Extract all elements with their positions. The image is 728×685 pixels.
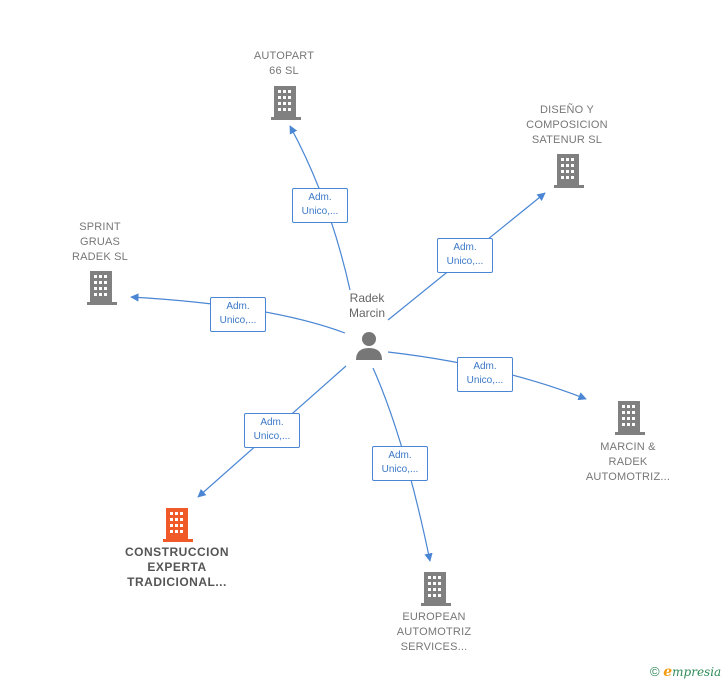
copyright-icon: © — [650, 664, 660, 679]
node-label-marcin[interactable]: MARCIN & RADEK AUTOMOTRIZ... — [585, 441, 671, 483]
person-icon[interactable] — [356, 332, 382, 360]
building-icon[interactable] — [554, 154, 584, 188]
building-icon[interactable] — [271, 86, 301, 120]
edge-label-autopart[interactable]: Adm. Unico,... — [292, 188, 348, 223]
building-icon-highlight[interactable] — [163, 508, 193, 542]
building-icon[interactable] — [87, 271, 117, 305]
node-label-european[interactable]: EUROPEAN AUTOMOTRIZ SERVICES... — [396, 611, 472, 653]
edge-label-construccion[interactable]: Adm. Unico,... — [244, 413, 300, 448]
edge-label-sprint[interactable]: Adm. Unico,... — [210, 297, 266, 332]
node-label-sprint[interactable]: SPRINT GRUAS RADEK SL — [71, 221, 128, 263]
node-label-construccion[interactable]: CONSTRUCCION EXPERTA TRADICIONAL... — [125, 545, 229, 589]
building-icon[interactable] — [615, 401, 645, 435]
node-label-autopart[interactable]: AUTOPART 66 SL — [253, 50, 315, 77]
footer-copyright: © empresia — [650, 664, 721, 680]
brand-logo: empresia — [663, 664, 722, 680]
edge-label-european[interactable]: Adm. Unico,... — [372, 446, 428, 481]
building-icon[interactable] — [421, 572, 451, 606]
node-label-diseno[interactable]: DISEÑO Y COMPOSICION SATENUR SL — [526, 104, 608, 146]
edge-label-marcin[interactable]: Adm. Unico,... — [457, 357, 513, 392]
edge-label-diseno[interactable]: Adm. Unico,... — [437, 238, 493, 273]
person-name[interactable]: Radek Marcin — [348, 291, 385, 320]
